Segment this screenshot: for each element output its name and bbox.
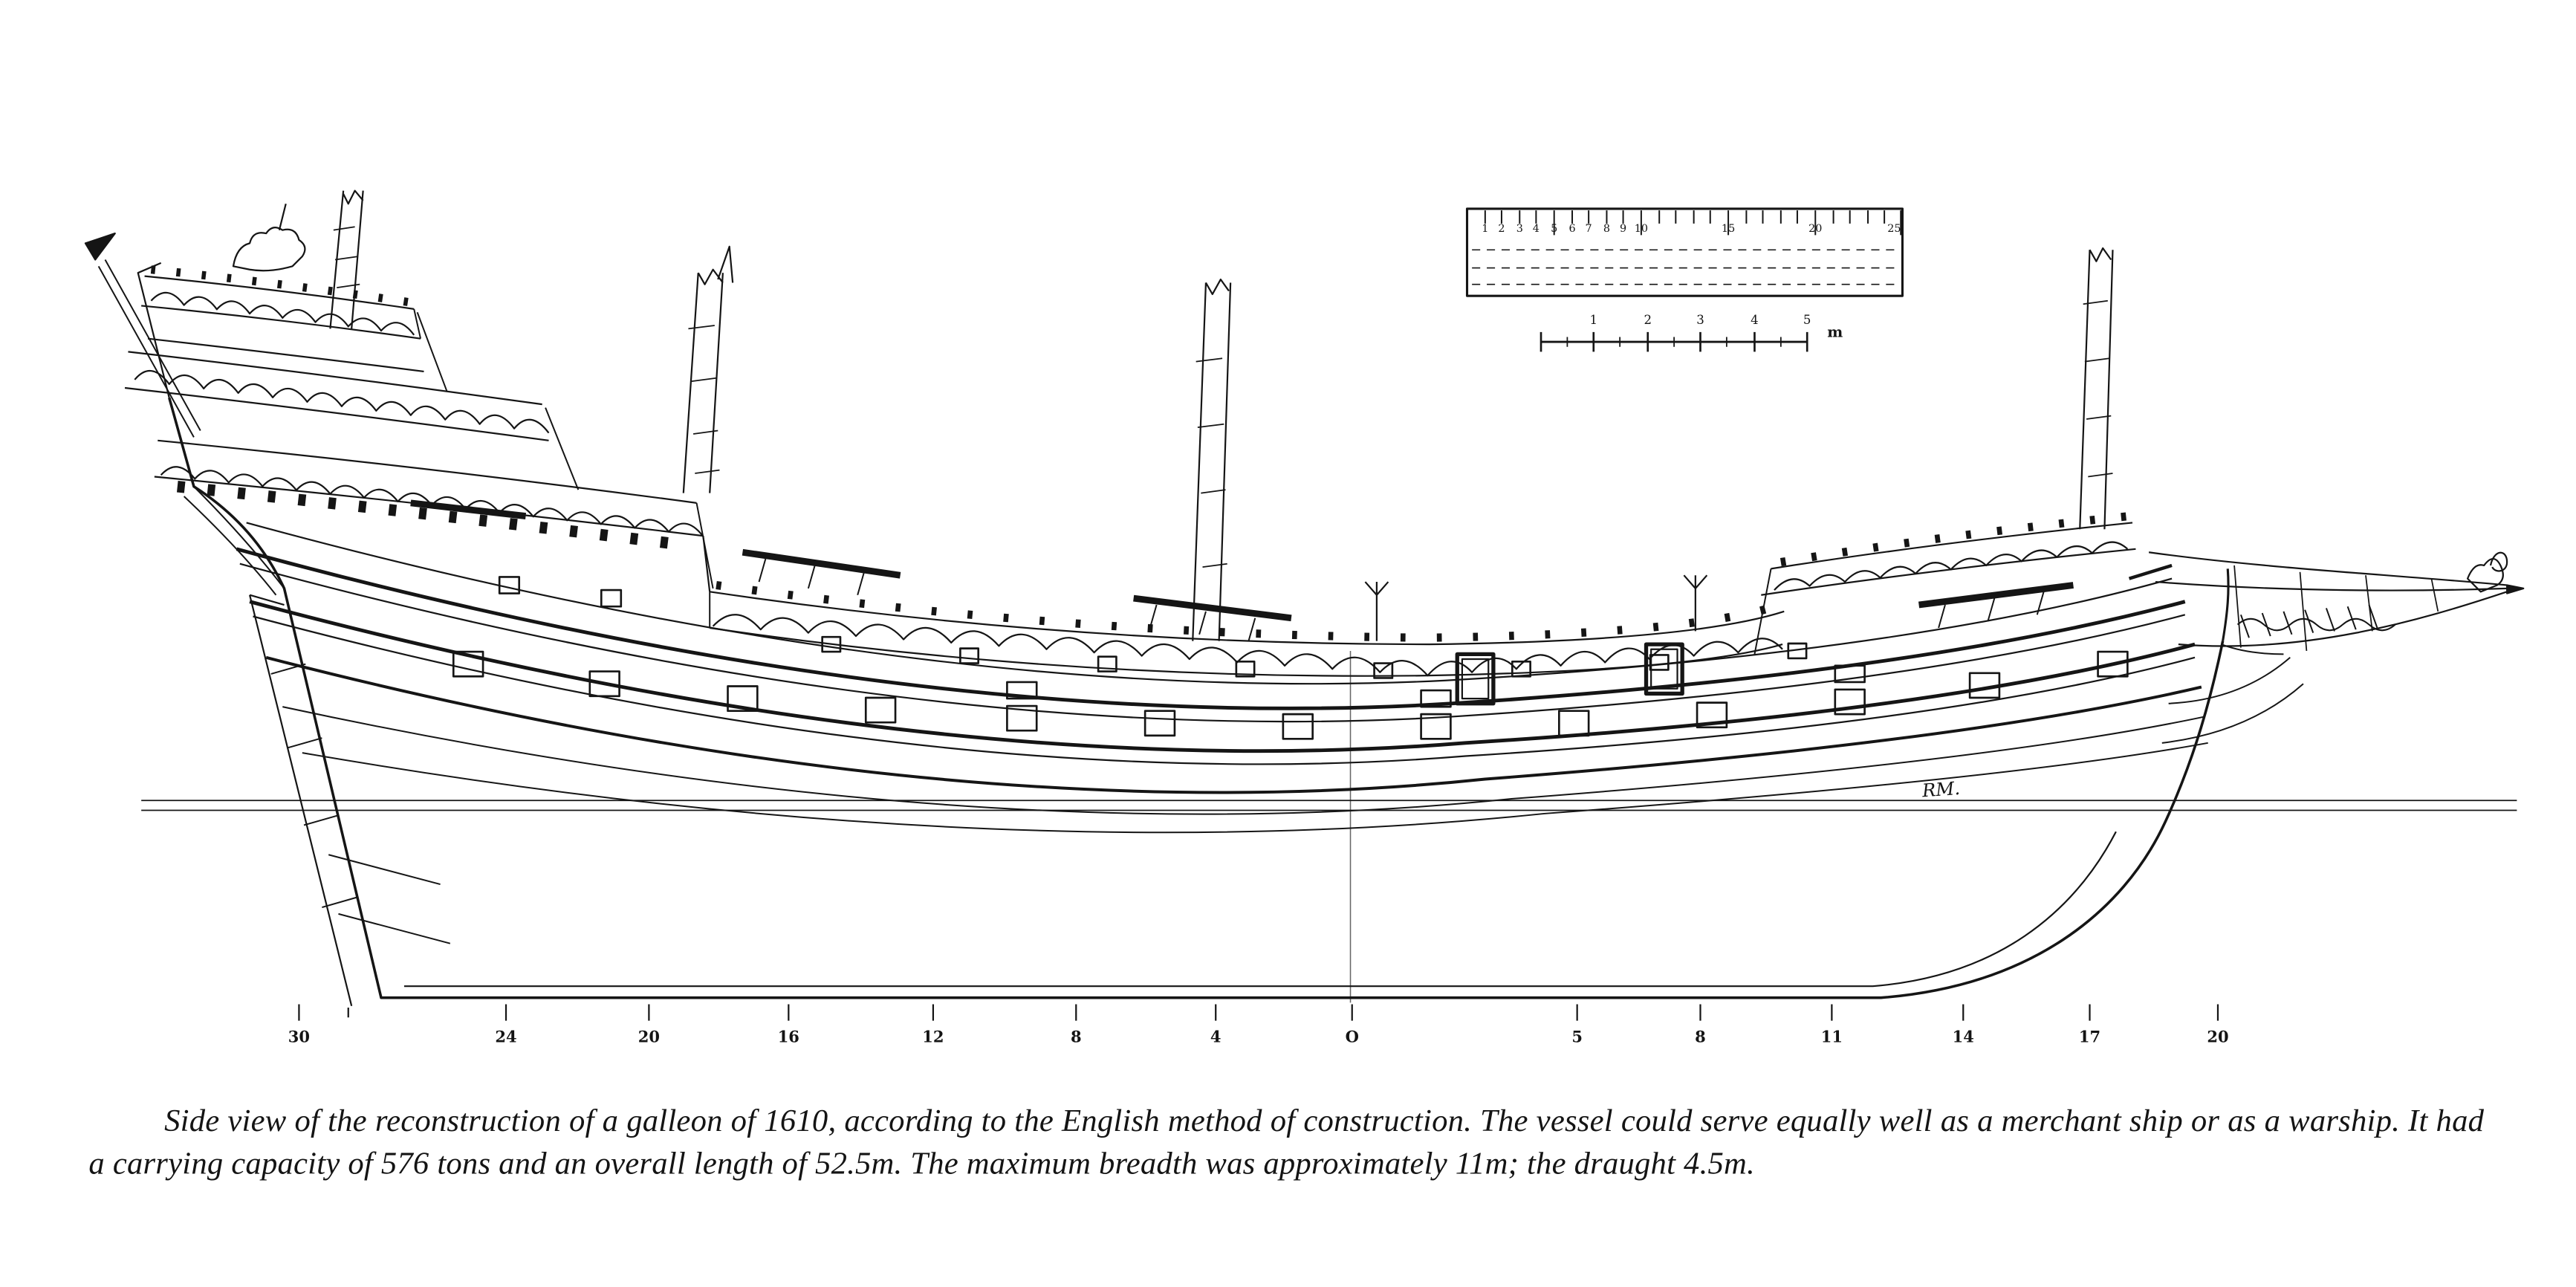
waterline [141,800,2517,811]
station-number: 20 [637,1028,661,1048]
scale-feet-label: 10 [1634,221,1649,236]
hull [168,397,2304,1003]
scale-feet-label: 1 [1482,221,1489,236]
rudder [249,594,451,1007]
station-number: 30 [288,1028,311,1048]
station-number: 4 [1210,1028,1222,1048]
station-number: 8 [1070,1028,1082,1048]
main-mast-stub [682,245,734,493]
middle-mast-stub [1192,278,1232,641]
scale-feet-label: 15 [1721,221,1736,236]
entry-door [1455,652,1496,706]
scale-feet-label: 3 [1516,221,1523,236]
station-number: 12 [922,1028,944,1048]
station-number: 8 [1695,1028,1706,1048]
stern-flagstaff [84,232,201,438]
station-number: 16 [777,1028,799,1048]
entry-door [1644,642,1684,696]
scale-meter-label: 3 [1696,312,1704,328]
signature: RM. [1921,777,1961,802]
scale-feet-label: 9 [1619,221,1627,236]
meter-unit-label: m [1827,325,1843,343]
scale-meter-label: 5 [1803,312,1811,328]
scale-feet-label: 25 [1887,221,1901,236]
scale-feet-label: 2 [1498,221,1505,236]
meter-ruler [1540,331,1808,352]
masts [329,189,2114,641]
scale-feet-label: 4 [1532,221,1540,236]
scale-feet-label: 7 [1585,221,1592,236]
station-number: O [1345,1028,1359,1048]
scale-feet-label: 8 [1603,221,1611,236]
station-number: 11 [1820,1028,1843,1048]
station-number: 24 [495,1028,517,1048]
mizzen-mast-stub [329,189,364,329]
scale-feet-label: 6 [1568,221,1576,236]
fore-mast-stub [2079,247,2114,530]
station-number: 14 [1952,1028,1974,1048]
scale-feet-label: 5 [1551,221,1558,236]
scale-meter-label: 1 [1589,312,1598,328]
stern-castle [84,204,714,592]
stern-figure [232,204,306,272]
deck-details [410,499,2074,706]
station-number: 20 [2207,1028,2229,1048]
scale-feet-label: 20 [1808,221,1823,236]
gunports [452,576,2129,740]
caption: Side view of the reconstruction of a gal… [88,1104,2485,1183]
station-number: 17 [2078,1028,2101,1048]
wales [236,522,2208,834]
scale-meter-label: 2 [1644,312,1652,328]
scale-box [1465,207,1904,297]
station-number: 5 [1571,1028,1583,1048]
scale-meter-label: 4 [1751,312,1759,328]
station-ticks [298,1004,2219,1021]
beakhead [2148,551,2525,655]
